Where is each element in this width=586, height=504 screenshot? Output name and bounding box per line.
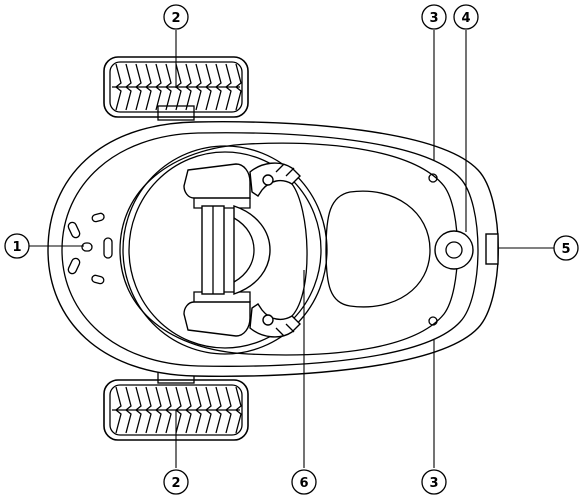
callout-4-label: 4 [461,11,470,26]
callout-6: 6 [291,469,317,495]
round-lid [122,145,328,355]
callout-4: 4 [453,4,479,30]
leader-lines [28,30,554,468]
callout-5: 5 [553,235,579,261]
callout-2-top-label: 2 [171,11,180,26]
callout-3-top: 3 [421,4,447,30]
callout-3-top-label: 3 [429,11,438,26]
callout-6-label: 6 [299,476,308,491]
callout-2-bottom-label: 2 [171,476,180,491]
battery-compartment [325,190,431,308]
callout-3-bottom: 3 [421,469,447,495]
callout-3-bottom-label: 3 [429,476,438,491]
center-knob [434,230,474,270]
callout-2-bottom: 2 [163,469,189,495]
side-switch [485,233,499,265]
callout-5-label: 5 [561,242,570,257]
sensor-hole-top [428,173,438,183]
callout-1-label: 1 [12,240,21,255]
callout-1: 1 [4,233,30,259]
robot-body [47,121,499,377]
robot-hand [183,162,308,338]
callout-2-top: 2 [163,4,189,30]
sensor-hole-bottom [428,316,438,326]
front-grille [67,212,113,285]
